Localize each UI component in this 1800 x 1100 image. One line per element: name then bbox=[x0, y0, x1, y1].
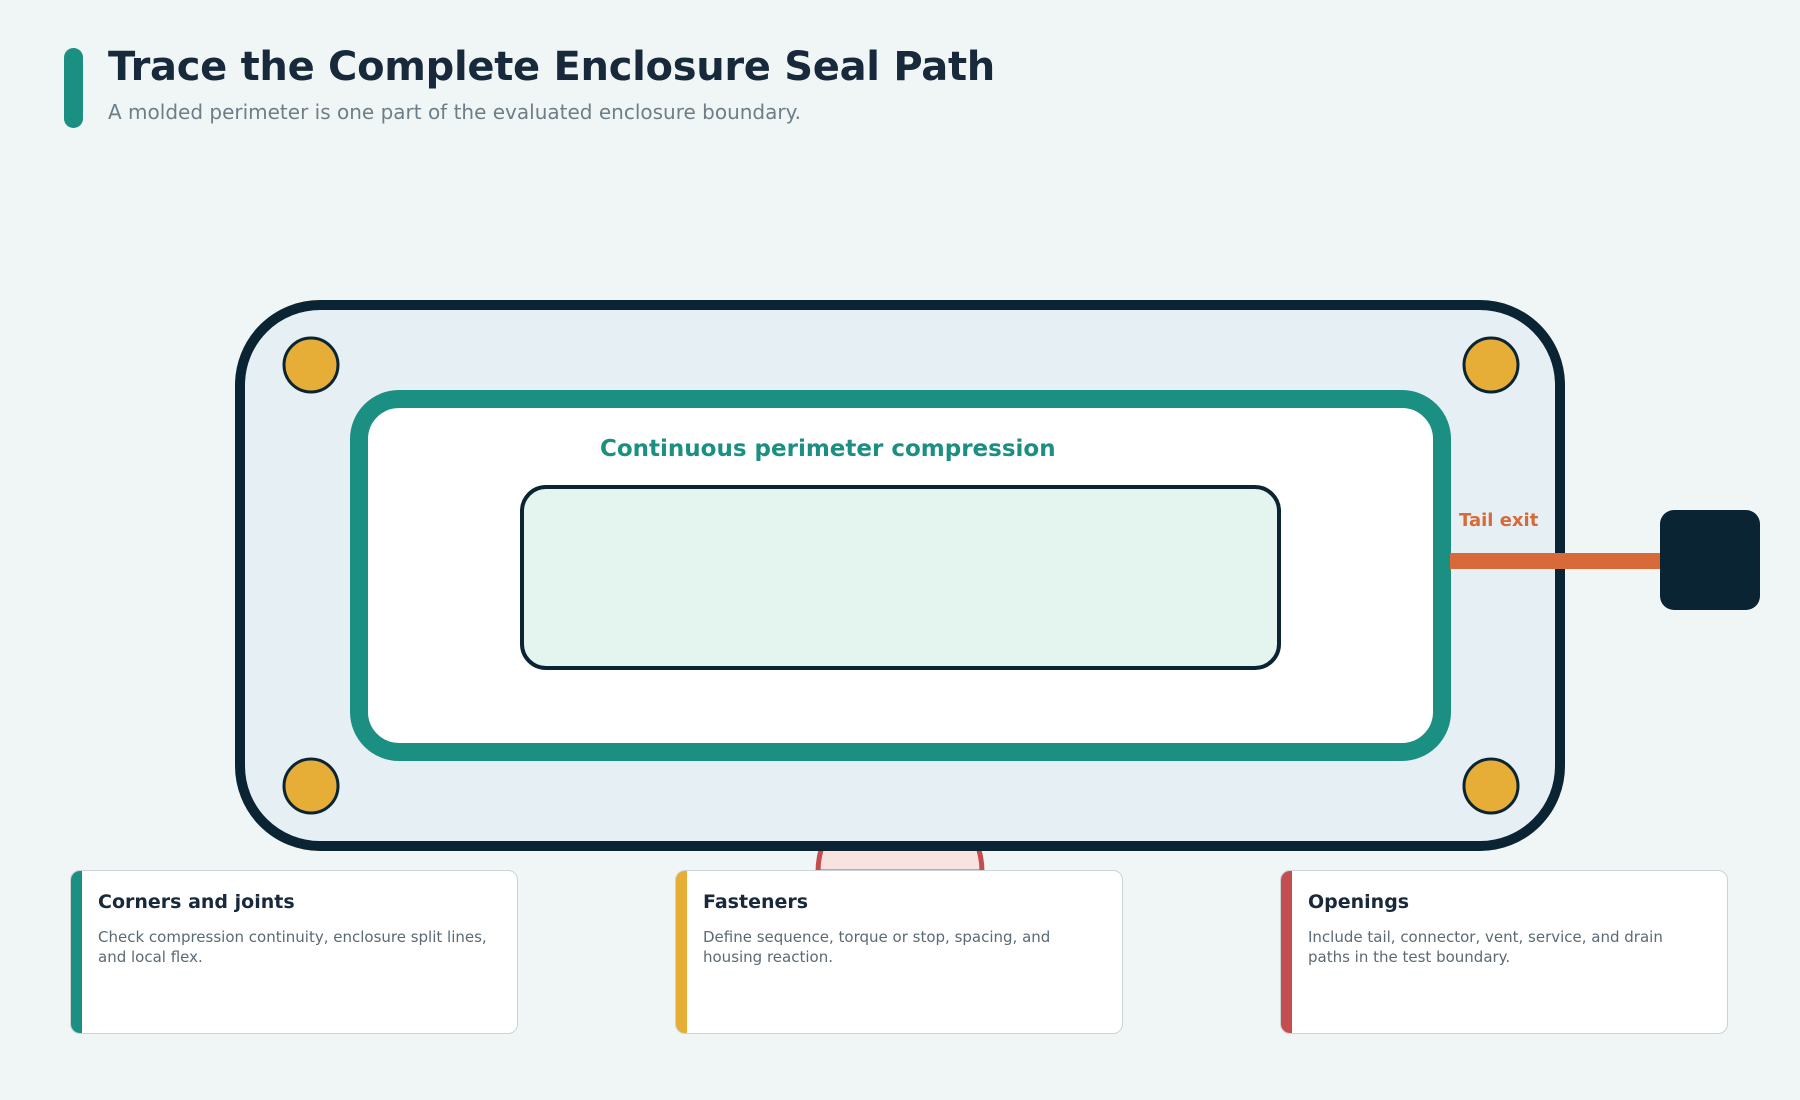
tail-cable bbox=[1450, 553, 1662, 569]
tail-label: Tail exit bbox=[1459, 510, 1539, 531]
fastener-bottom-left bbox=[282, 757, 340, 815]
card-fasteners: Fasteners Define sequence, torque or sto… bbox=[675, 870, 1123, 1034]
card-accent-bar bbox=[676, 871, 687, 1033]
card-accent-bar bbox=[71, 871, 82, 1033]
page-title: Trace the Complete Enclosure Seal Path bbox=[108, 44, 995, 90]
fastener-bottom-right bbox=[1462, 757, 1520, 815]
fastener-top-right bbox=[1462, 336, 1520, 394]
tail-connector bbox=[1660, 510, 1760, 610]
fastener-top-left bbox=[282, 336, 340, 394]
card-title: Openings bbox=[1308, 891, 1410, 913]
card-title: Corners and joints bbox=[98, 891, 295, 913]
seal-label: Continuous perimeter compression bbox=[600, 436, 1056, 462]
title-accent-bar bbox=[64, 48, 83, 128]
card-corners-joints: Corners and joints Check compression con… bbox=[70, 870, 518, 1034]
card-openings: Openings Include tail, connector, vent, … bbox=[1280, 870, 1728, 1034]
card-text: Include tail, connector, vent, service, … bbox=[1308, 928, 1663, 966]
card-text: Check compression continuity, enclosure … bbox=[98, 928, 487, 966]
inner-panel bbox=[520, 485, 1281, 670]
page-subtitle: A molded perimeter is one part of the ev… bbox=[108, 100, 801, 124]
card-text: Define sequence, torque or stop, spacing… bbox=[703, 928, 1051, 966]
card-accent-bar bbox=[1281, 871, 1292, 1033]
card-title: Fasteners bbox=[703, 891, 809, 913]
